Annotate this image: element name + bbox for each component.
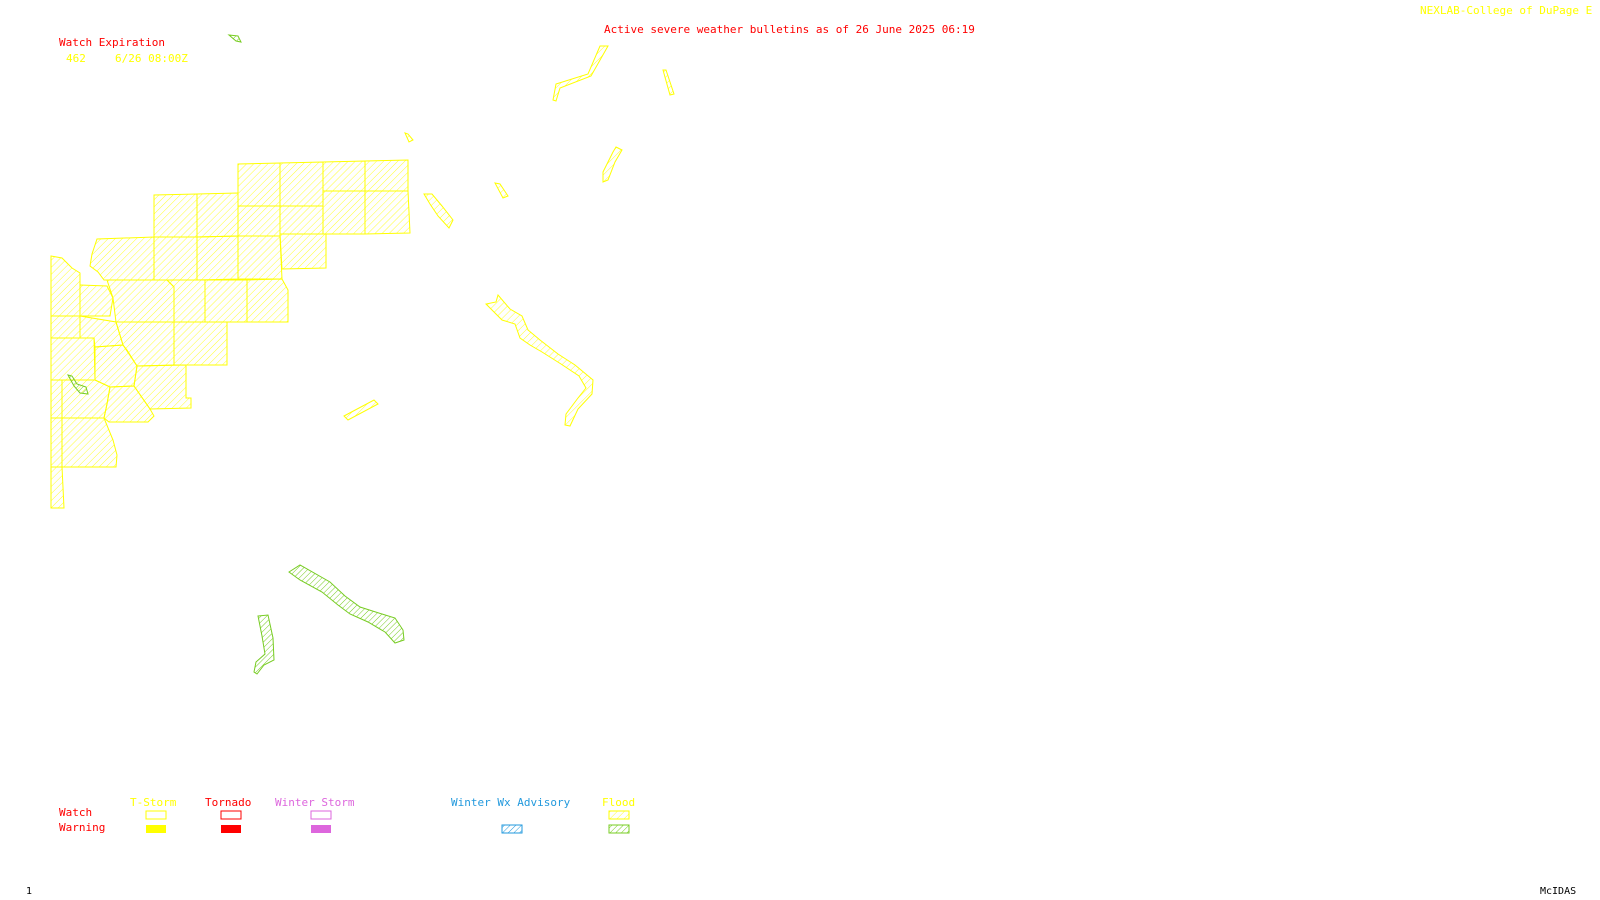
county-polygon <box>103 385 155 423</box>
county-polygon <box>279 205 324 235</box>
legend-winterstorm-warning-swatch <box>311 825 331 833</box>
flood-watch-polygon <box>602 146 623 183</box>
legend-flood-label: Flood <box>602 796 636 809</box>
legend-tstorm-label: T-Storm <box>130 796 177 809</box>
legend-tornado-warning-swatch <box>221 825 241 833</box>
county-polygon <box>204 279 248 323</box>
flood-warning-areas[interactable] <box>67 34 405 675</box>
county-polygon <box>61 417 118 468</box>
county-polygon <box>89 236 155 281</box>
flood-watch-polygon <box>423 193 454 229</box>
legend-flood-warning-swatch <box>608 824 630 834</box>
flood-watch-polygon <box>662 69 675 96</box>
county-polygon <box>50 417 63 468</box>
legend-warning-row-label: Warning <box>59 821 106 834</box>
county-polygon <box>50 379 63 419</box>
county-polygon <box>50 337 96 381</box>
legend-tornado-label: Tornado <box>205 796 252 809</box>
credit-label: NEXLAB-College of DuPage E <box>1420 4 1593 17</box>
legend-winterwx-advisory-swatch <box>501 824 523 834</box>
flood-warning-polygon <box>253 614 275 675</box>
county-polygon <box>196 192 239 238</box>
county-polygon <box>237 235 283 280</box>
legend-winterstorm-watch-swatch <box>310 810 332 820</box>
flood-watch-polygon <box>484 293 594 427</box>
flood-watch-polygon <box>494 182 509 199</box>
legend-winterwx-label: Winter Wx Advisory <box>451 796 571 809</box>
county-polygon <box>50 315 81 339</box>
legend-flood-watch-swatch <box>608 810 630 820</box>
legend-winterstorm-label: Winter Storm <box>275 796 355 809</box>
county-polygon <box>106 279 175 323</box>
flood-warning-polygon <box>67 374 89 395</box>
legend-tornado-watch-swatch <box>220 810 242 820</box>
flood-watch-areas[interactable] <box>343 45 675 427</box>
county-polygon <box>246 278 289 323</box>
flood-watch-polygon <box>343 399 379 421</box>
flood-watch-polygon <box>404 132 414 143</box>
county-polygon <box>322 190 366 235</box>
county-polygon <box>196 235 239 281</box>
software-label: McIDAS <box>1540 886 1577 897</box>
county-polygon <box>153 193 198 238</box>
watch-number: 462 <box>66 52 86 65</box>
county-polygon <box>79 284 114 317</box>
watch-expiration-heading: Watch Expiration <box>59 36 165 49</box>
legend-tstorm-watch-swatch <box>145 810 167 820</box>
county-polygon <box>237 205 281 237</box>
flood-watch-polygon <box>552 45 609 102</box>
county-polygon <box>50 466 65 509</box>
county-polygon <box>50 255 81 317</box>
legend-watch-row-label: Watch <box>59 806 93 819</box>
watch-expiration-time: 6/26 08:00Z <box>115 52 188 65</box>
flood-warning-polygon <box>227 34 242 43</box>
county-polygon <box>237 162 281 207</box>
county-polygon <box>279 161 324 207</box>
county-polygon <box>322 160 366 192</box>
legend-tstorm-warning-swatch <box>146 825 166 833</box>
county-polygon <box>61 379 111 419</box>
county-polygon <box>364 190 411 235</box>
legend-swatches <box>145 810 630 834</box>
flood-warning-polygon <box>288 564 405 644</box>
map-title: Active severe weather bulletins as of 26… <box>604 23 975 36</box>
county-polygon <box>173 321 228 366</box>
watch-462-counties[interactable] <box>50 159 411 509</box>
county-polygon <box>279 233 327 270</box>
frame-number: 1 <box>26 886 33 897</box>
county-polygon <box>364 159 409 192</box>
county-polygon <box>153 236 198 281</box>
